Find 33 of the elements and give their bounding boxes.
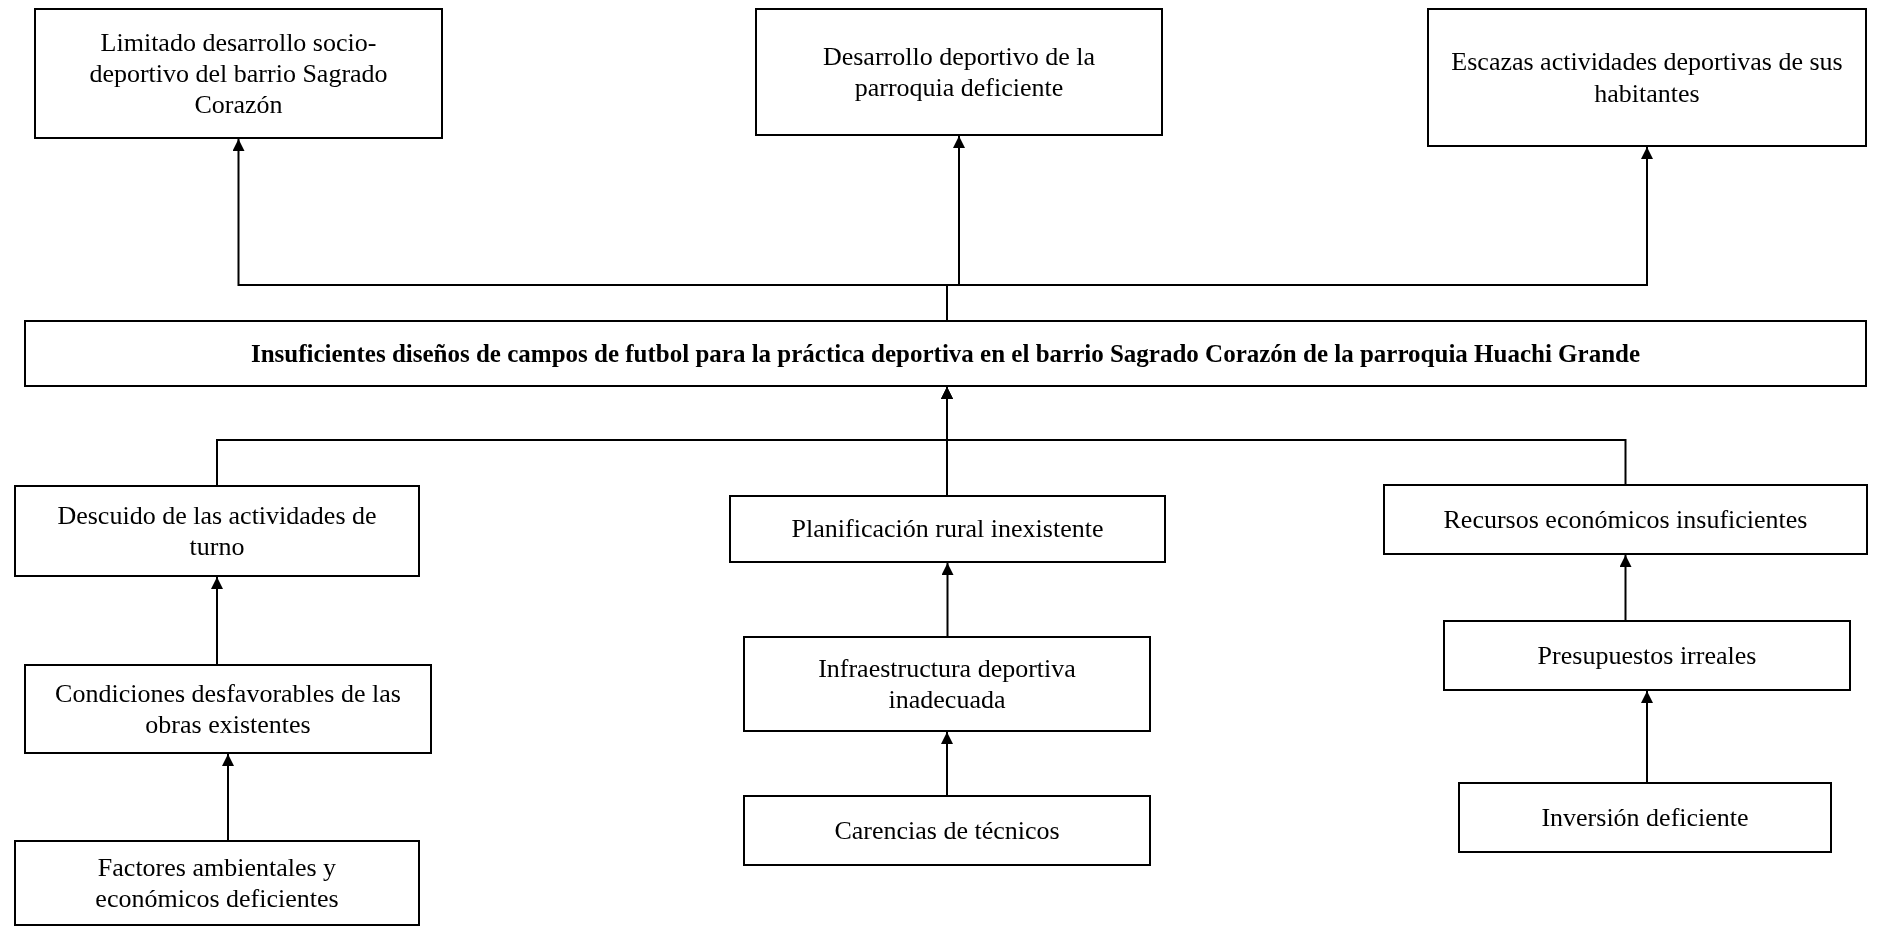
box-text: Insuficientes diseños de campos de futbol para la práctica deportiva en el barrio Sagrado Corazón de la parroquia Huachi Grande [250,338,1641,369]
arrow [941,731,953,796]
box-text: Planificación rural inexistente [791,513,1104,545]
cause-effect-box [1458,782,1832,853]
box-text: Escazas actividades deportivas de sus habitantes [1450,46,1844,109]
cause-effect-box [14,840,420,926]
arrow [211,576,223,665]
box-text: Inversión deficiente [1541,801,1749,834]
arrow [1641,690,1653,783]
cause-effect-box [14,485,420,577]
box-text: Condiciones desfavorables de las obras existentes [54,677,402,741]
cause-effect-box [24,664,432,754]
cause-effect-box [1383,484,1868,555]
arrow [941,562,954,637]
cause-effect-box [1443,620,1851,691]
cause-effect-box [743,636,1151,732]
box-text: Carencias de técnicos [834,814,1060,847]
arrow [1619,554,1632,621]
cause-effect-box [755,8,1163,136]
box-text: Presupuestos irreales [1537,639,1757,672]
box-text: Infraestructura deportiva inadecuada [817,652,1077,716]
box-text: Desarrollo deportivo de la parroquia deficiente [821,40,1097,104]
problem-box [24,320,1867,387]
cause-effect-box [1427,8,1867,147]
box-text: Recursos económicos insuficientes [1443,503,1808,536]
arrow [941,386,1627,485]
cause-effect-box [729,495,1166,563]
box-text: Factores ambientales y económicos deficientes [94,851,340,915]
cause-effect-box [743,795,1151,866]
box-text: Descuido de las actividades de turno [56,499,378,563]
arrow [222,753,234,841]
box-text: Limitado desarrollo socio-deportivo del barrio Sagrado Corazón [88,26,389,121]
cause-effect-box [34,8,443,139]
